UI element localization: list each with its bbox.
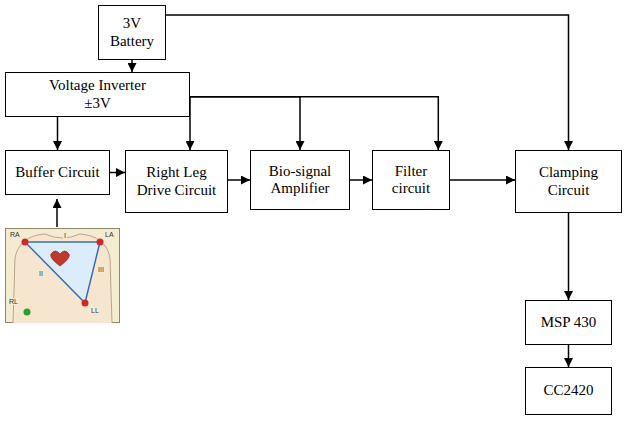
process-box: MSP 430 [525,300,612,345]
ground-electrode-dot [24,309,31,316]
signal-arrow [57,117,59,150]
lead-label: LL [90,307,100,314]
lead-label: III [97,266,105,273]
electrode-dot [82,300,89,307]
box-label: Right Leg Drive Circuit [132,164,221,199]
box-label: CC2420 [543,382,593,399]
box-label: Filter circuit [379,163,443,198]
process-box: Bio-signal Amplifier [250,150,350,210]
process-box: Voltage Inverter ±3V [5,72,190,117]
box-label: Buffer Circuit [15,164,99,181]
lead-label: LA [104,231,115,238]
signal-arrow [568,213,570,300]
box-label: Bio-signal Amplifier [257,163,343,198]
signal-arrow [450,179,515,181]
heart-icon [51,251,70,266]
lead-label: II [38,270,44,277]
signal-arrow [350,179,372,181]
illustration-frame [6,229,120,323]
electrode-dot [97,239,104,246]
process-box: Filter circuit [372,150,450,210]
electrode-dot [22,239,29,246]
signal-arrow [131,60,133,72]
process-box: 3V Battery [98,5,166,60]
signal-arrow [568,345,570,367]
lead-label: I [63,232,67,239]
einthoven-triangle [25,242,100,303]
lead-label: RA [9,231,21,238]
process-box: Right Leg Drive Circuit [125,150,228,213]
box-label: Voltage Inverter ±3V [43,77,153,112]
process-box: Clamping Circuit [515,150,622,213]
electrode-arrow [56,199,58,227]
electrode-illustration [5,228,120,323]
signal-arrow [190,97,300,150]
signal-arrow [228,179,250,181]
signal-arrow [166,15,569,150]
process-box: Buffer Circuit [5,150,110,195]
signal-arrow [190,97,438,150]
signal-arrow [110,172,125,174]
lead-label: RL [8,298,19,305]
box-label: Clamping Circuit [522,164,615,199]
torso-outline [13,234,112,323]
process-box: CC2420 [525,367,612,415]
box-label: MSP 430 [541,314,597,331]
box-label: 3V Battery [105,15,159,50]
